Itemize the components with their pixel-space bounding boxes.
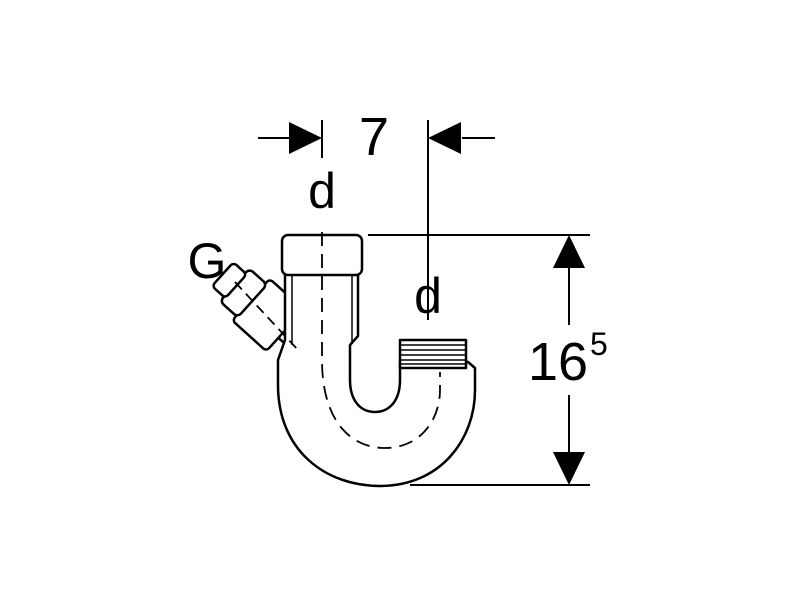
height-dimension (368, 234, 590, 486)
height-superscript: 5 (590, 326, 608, 362)
pipe-centerline (321, 232, 441, 449)
arrow-right-icon (289, 122, 322, 154)
arrow-down-icon (553, 452, 585, 485)
top-dimension (258, 120, 495, 320)
u-bend (276, 263, 477, 488)
dim-top-label: 7 (359, 107, 389, 167)
arrow-up-icon (553, 235, 585, 268)
arrow-left-icon (428, 122, 461, 154)
inlet-diameter-label: d (308, 163, 336, 219)
thread-hatch (400, 344, 466, 365)
outlet-diameter-label: d (414, 268, 442, 324)
height-label: 16 (528, 332, 588, 392)
